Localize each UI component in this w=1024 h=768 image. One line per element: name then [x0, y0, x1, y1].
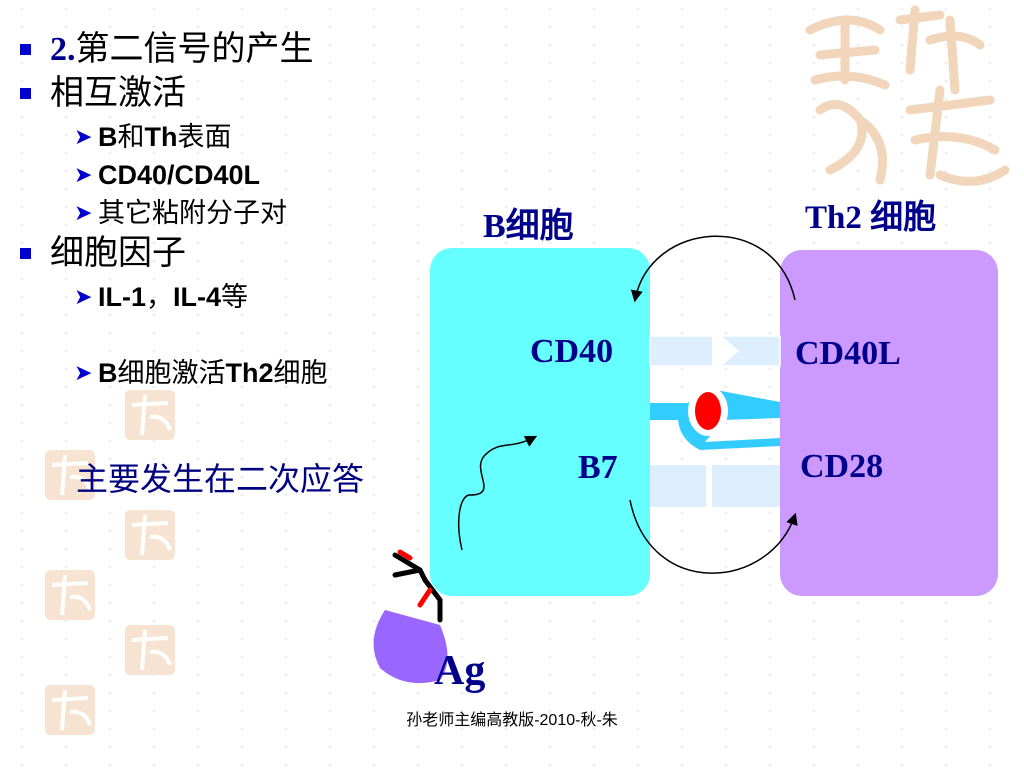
antigen-shape — [373, 610, 448, 684]
square-bullet-icon — [20, 248, 31, 259]
sub-text: ， — [146, 282, 174, 312]
sub-text-bold: IL-1 — [98, 282, 147, 312]
arrow-bullet-icon: ➤ — [74, 284, 93, 309]
b7-label: B7 — [578, 449, 618, 486]
square-bullet-icon — [20, 88, 31, 99]
sub-text: 和 — [117, 122, 145, 152]
top-interaction-arrow — [630, 235, 796, 303]
sub-item-interleukins: ➤ IL-1，IL-4等 — [18, 278, 458, 316]
sub-text-bold: CD40/CD40L — [98, 160, 261, 190]
decorative-seal-small-3 — [125, 510, 175, 560]
item-text: 第二信号的产生 — [75, 31, 314, 68]
b-cell-label: B细胞 — [483, 207, 574, 245]
sub-text-bold: B — [98, 122, 118, 152]
decorative-seal-small-4 — [45, 570, 95, 620]
item-number: 2. — [50, 31, 76, 68]
item-text: 细胞因子 — [50, 235, 186, 272]
sub-text-bold: Th2 — [225, 358, 274, 388]
lower-receptor-band — [650, 465, 780, 507]
antigen-label: Ag — [434, 648, 485, 694]
sub-item-b-activates-th2: ➤ B细胞激活Th2细胞 — [18, 354, 458, 392]
decorative-seal-small-6 — [45, 685, 95, 735]
bullet-list: 2.第二信号的产生 相互激活 ➤ B和Th表面 ➤ CD40/CD40L ➤ 其… — [18, 28, 458, 392]
arrow-bullet-icon: ➤ — [74, 360, 93, 385]
sub-text-bold: B — [98, 358, 118, 388]
b-cell — [430, 248, 650, 596]
b7-cd28-receptor — [650, 386, 780, 450]
sub-text: 其它粘附分子对 — [98, 198, 287, 228]
th2-cell-label: Th2 细胞 — [805, 198, 936, 236]
sub-item-cd40: ➤ CD40/CD40L — [18, 156, 458, 194]
square-bullet-icon — [20, 44, 31, 55]
footer-credit: 孙老师主编高教版-2010-秋-朱 — [406, 712, 618, 729]
continuation-text: 主要发生在二次应答 — [76, 461, 365, 497]
arrow-bullet-icon: ➤ — [74, 124, 93, 149]
decorative-seal-small-1 — [125, 390, 175, 440]
arrow-bullet-icon: ➤ — [74, 162, 93, 187]
cd40l-label: CD40L — [795, 335, 901, 372]
sub-text: 细胞激活 — [117, 358, 226, 388]
sub-text-bold: Th — [144, 122, 178, 152]
arrow-bullet-icon: ➤ — [74, 200, 93, 225]
cd40-receptor — [649, 335, 781, 367]
sub-item-adhesion: ➤ 其它粘附分子对 — [18, 194, 458, 232]
bullet-item-mutual-activation: 相互激活 — [18, 74, 458, 114]
cd28-label: CD28 — [800, 448, 883, 485]
item-text: 相互激活 — [50, 75, 186, 112]
sub-text: 表面 — [177, 122, 232, 152]
sub-item-surface: ➤ B和Th表面 — [18, 118, 458, 156]
sub-text-bold: IL-4 — [173, 282, 222, 312]
decorative-seal-small-2 — [45, 450, 95, 500]
decorative-seal — [805, 5, 1010, 186]
sub-text: 等 — [221, 282, 249, 312]
bullet-item-cytokines: 细胞因子 — [18, 234, 458, 274]
bottom-interaction-arrow — [629, 499, 798, 574]
sub-text: 细胞 — [273, 358, 328, 388]
bullet-item-second-signal: 2.第二信号的产生 — [18, 30, 458, 70]
red-node — [695, 392, 721, 430]
antibody — [392, 549, 443, 623]
signal-squiggle-arrow — [457, 435, 538, 551]
cd40-label: CD40 — [530, 333, 613, 370]
decorative-seal-small-5 — [125, 625, 175, 675]
th2-cell — [780, 250, 998, 596]
